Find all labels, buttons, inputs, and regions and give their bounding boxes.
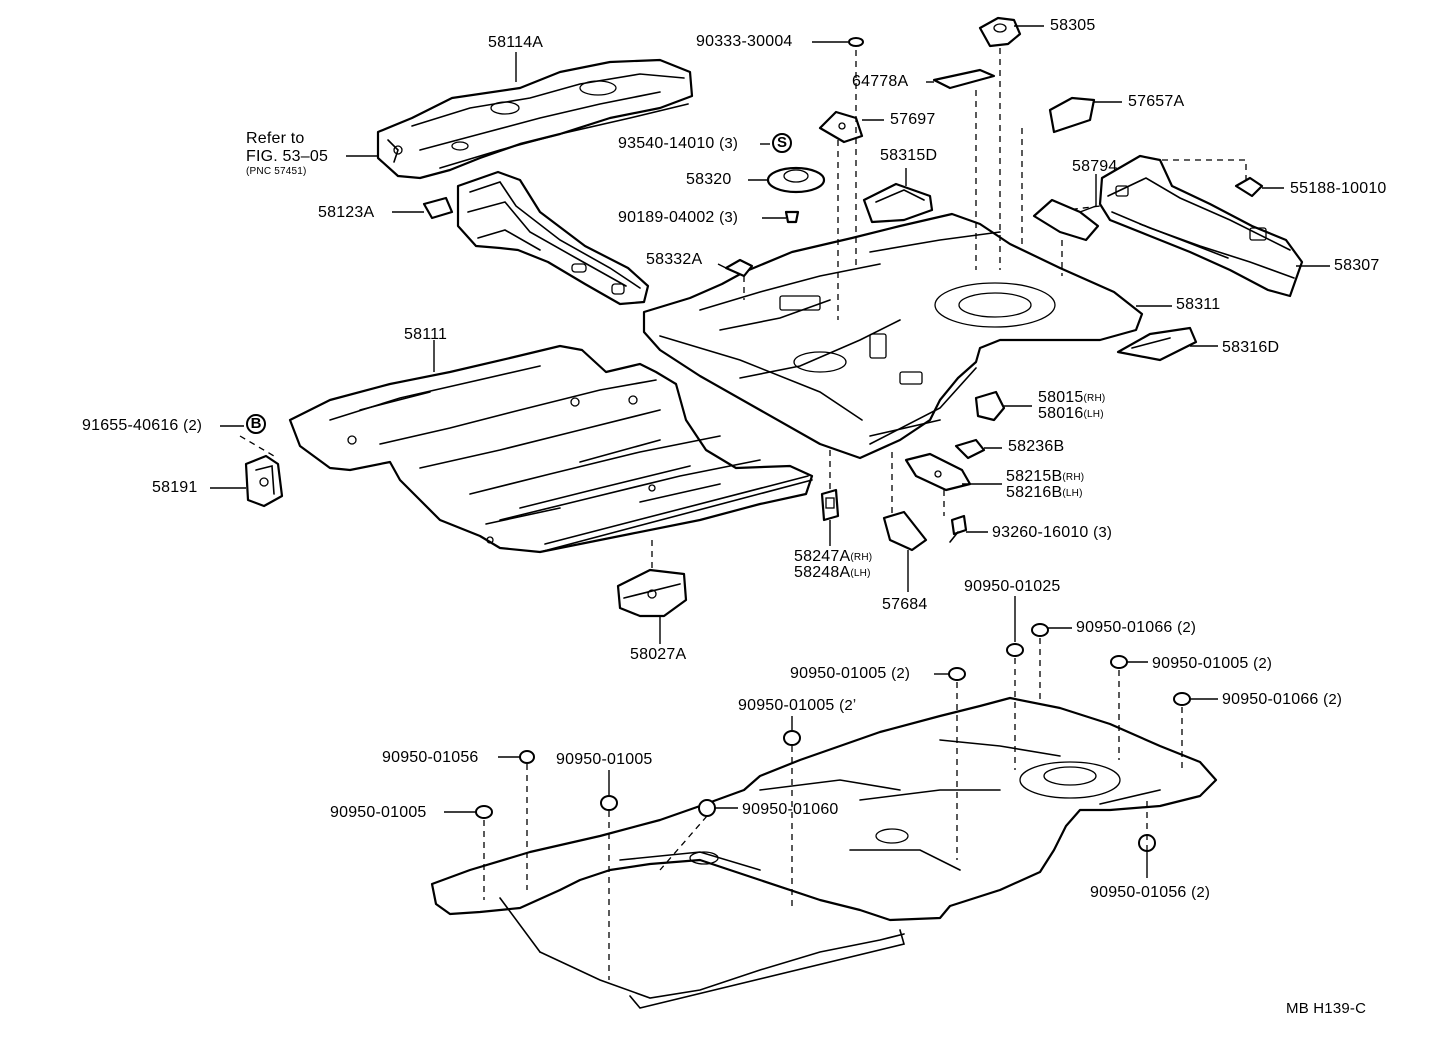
label-57657a: 57657A bbox=[1128, 93, 1185, 110]
reference-line-2: FIG. 53–05 bbox=[246, 148, 329, 165]
label-90950-01005-e: 90950-01005 bbox=[330, 804, 427, 821]
part-58215b-shape bbox=[904, 452, 972, 492]
label-90189: 90189-04002 (3) bbox=[618, 209, 739, 226]
label-90950-01056-a: 90950-01056 bbox=[382, 749, 479, 766]
label-58315d: 58315D bbox=[880, 147, 938, 164]
part-58315d-shape bbox=[862, 182, 934, 224]
label-90950-01066-b: 90950-01066 (2) bbox=[1222, 691, 1343, 708]
label-58307: 58307 bbox=[1334, 257, 1380, 274]
label-90950-01005-c: 90950-01005 (2ʼ bbox=[738, 697, 857, 714]
label-58016: 58016(LH) bbox=[1038, 405, 1104, 422]
part-58114a-shape bbox=[376, 58, 694, 180]
label-58015: 58015(RH) bbox=[1038, 389, 1106, 406]
label-58236b: 58236B bbox=[1008, 438, 1065, 455]
label-90950-01005-d: 90950-01005 bbox=[556, 751, 653, 768]
label-91655: 91655-40616 (2) bbox=[82, 417, 203, 434]
part-58015-shape bbox=[974, 390, 1006, 422]
part-58305-shape bbox=[978, 16, 1022, 48]
label-58191: 58191 bbox=[152, 479, 198, 496]
label-90950-01060: 90950-01060 bbox=[742, 801, 839, 818]
label-58111: 58111 bbox=[404, 326, 448, 343]
symbol-s: S bbox=[772, 133, 792, 153]
reference-line-3: (PNC 57451) bbox=[246, 166, 307, 177]
part-58247a-shape bbox=[820, 488, 840, 522]
label-58114a: 58114A bbox=[488, 34, 544, 51]
label-58316d: 58316D bbox=[1222, 339, 1280, 356]
part-55188-shape bbox=[1234, 176, 1264, 198]
part-58111-shape bbox=[288, 344, 814, 554]
part-64778a-shape bbox=[932, 68, 996, 90]
part-58123a-shape bbox=[422, 170, 650, 306]
reference-note: Refer to FIG. 53–05 (PNC 57451) bbox=[246, 130, 328, 178]
label-58123a: 58123A bbox=[318, 204, 375, 221]
lower-floor-pan-shape bbox=[430, 696, 1218, 1009]
leader-lines bbox=[210, 25, 1330, 878]
part-90333-shape bbox=[848, 37, 864, 47]
part-93260-shape bbox=[949, 514, 968, 543]
plugs-shape bbox=[475, 623, 1191, 852]
reference-line-1: Refer to bbox=[246, 130, 305, 147]
label-58247a: 58247A(RH) bbox=[794, 548, 873, 565]
part-57657a-shape bbox=[1048, 96, 1096, 134]
label-90950-01056-b: 90950-01056 (2) bbox=[1090, 884, 1211, 901]
label-58215b: 58215B(RH) bbox=[1006, 468, 1085, 485]
part-58332a-shape bbox=[724, 258, 754, 278]
part-58027a-shape bbox=[616, 568, 688, 618]
part-58236b-shape bbox=[954, 438, 986, 460]
label-57684: 57684 bbox=[882, 596, 928, 613]
drawing-code: MB H139-C bbox=[1286, 1000, 1367, 1017]
part-58320-shape bbox=[766, 166, 826, 224]
part-58316d-shape bbox=[1116, 326, 1198, 362]
label-58248a: 58248A(LH) bbox=[794, 564, 871, 581]
part-58794-shape bbox=[1032, 198, 1100, 242]
label-58794: 58794 bbox=[1072, 158, 1118, 175]
symbol-b: B bbox=[246, 414, 266, 434]
label-90950-01005-b: 90950-01005 (2) bbox=[1152, 655, 1273, 672]
part-58307-shape bbox=[1098, 154, 1304, 298]
label-55188: 55188-10010 bbox=[1290, 180, 1387, 197]
part-57697-shape bbox=[818, 110, 864, 144]
label-93260: 93260-16010 (3) bbox=[992, 524, 1113, 541]
label-58311: 58311 bbox=[1176, 296, 1221, 313]
label-57697: 57697 bbox=[890, 111, 936, 128]
label-58027a: 58027A bbox=[630, 646, 687, 663]
label-90950-01005-a: 90950-01005 (2) bbox=[790, 665, 911, 682]
label-58332a: 58332A bbox=[646, 251, 703, 268]
part-58191-shape bbox=[244, 454, 284, 508]
label-58305: 58305 bbox=[1050, 17, 1096, 34]
label-90950-01066-a: 90950-01066 (2) bbox=[1076, 619, 1197, 636]
label-90950-01025: 90950-01025 bbox=[964, 578, 1061, 595]
label-90333: 90333-30004 bbox=[696, 33, 793, 50]
label-64778a: 64778A bbox=[852, 73, 909, 90]
label-93540: 93540-14010 (3) bbox=[618, 135, 739, 152]
label-58216b: 58216B(LH) bbox=[1006, 484, 1083, 501]
label-58320: 58320 bbox=[686, 171, 732, 188]
part-58311-shape bbox=[642, 212, 1144, 460]
part-57684-shape bbox=[882, 510, 928, 552]
